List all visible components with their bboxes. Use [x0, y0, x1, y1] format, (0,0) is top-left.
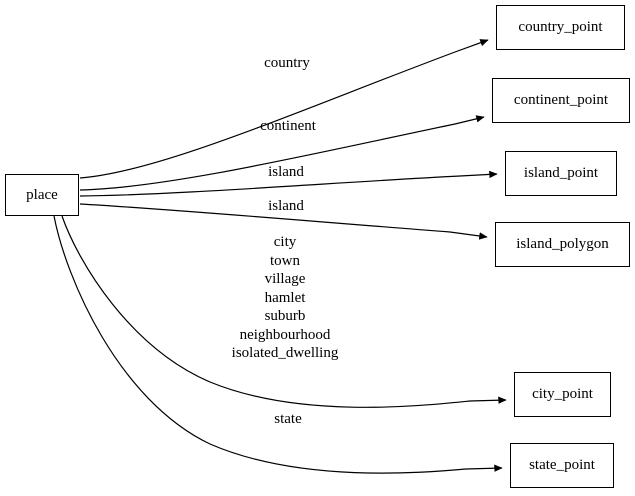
node-continent-point-label: continent_point: [513, 92, 609, 108]
node-state-point-label: state_point: [529, 457, 595, 473]
edge-label-state: state: [274, 411, 302, 427]
edge-label-island-polygon: island: [268, 198, 304, 214]
node-state-point[interactable]: state_point: [510, 443, 614, 488]
node-country-point-label: country_point: [518, 19, 603, 35]
node-continent-point[interactable]: continent_point: [492, 78, 630, 123]
edge-place-to-island-polygon: [79, 203, 488, 240]
node-island-point[interactable]: island_point: [505, 151, 617, 196]
edge-place-to-state-point: [53, 215, 503, 474]
edge-place-to-city-point: [61, 215, 507, 408]
node-island-polygon[interactable]: island_polygon: [495, 222, 630, 267]
edge-place-to-country-point: [79, 39, 489, 179]
node-island-polygon-label: island_polygon: [516, 236, 609, 252]
node-island-point-label: island_point: [523, 165, 599, 181]
edge-place-to-continent-point: [79, 115, 485, 191]
edge-label-country: country: [264, 55, 310, 71]
node-city-point[interactable]: city_point: [514, 372, 611, 417]
node-place-label: place: [26, 186, 58, 203]
edge-label-continent: continent: [260, 118, 316, 134]
node-country-point[interactable]: country_point: [496, 5, 625, 50]
node-city-point-label: city_point: [532, 386, 593, 402]
edge-place-to-island-point: [79, 170, 498, 197]
edge-label-city-point: city town village hamlet suburb neighbou…: [231, 234, 339, 361]
edge-label-island-point: island: [268, 164, 304, 180]
node-place[interactable]: place: [5, 174, 79, 216]
